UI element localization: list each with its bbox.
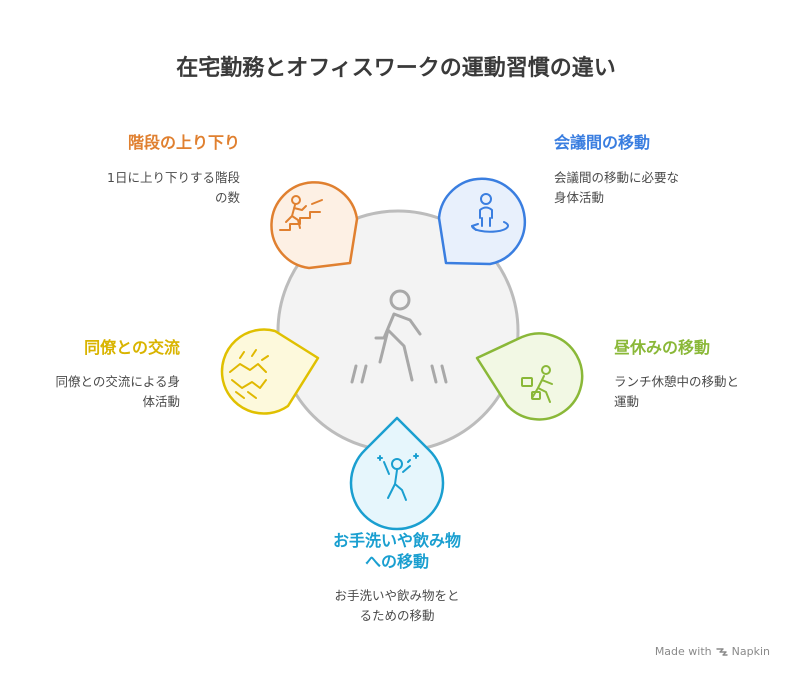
colleague-label: 同僚との交流 (84, 338, 180, 357)
meeting-desc-line1: 会議間の移動に必要な (554, 170, 680, 185)
page-title: 在宅勤務とオフィスワークの運動習慣の違い (176, 56, 616, 81)
stairs-desc: 1日に上り下りする階段 の数 (60, 168, 240, 208)
stairs-bubble (270, 181, 359, 270)
climbing-stairs-icon (279, 195, 323, 231)
wash-bubble (349, 416, 445, 531)
wash-desc-line1: お手洗いや飲み物をと (334, 588, 460, 603)
person-rotate-icon (471, 193, 509, 233)
wash-label-line1: お手洗いや飲み物 (332, 531, 461, 550)
wash-label-line2: への移動 (364, 552, 429, 571)
lunch-desc: ランチ休憩中の移動と 運動 (614, 372, 784, 412)
meeting-label: 会議間の移動 (554, 133, 651, 152)
lunch-label: 昼休みの移動 (614, 338, 711, 357)
napkin-credit[interactable]: Made with Napkin (655, 645, 770, 658)
lunch-desc-line2: 運動 (614, 394, 640, 409)
wash-label: お手洗いや飲み物 への移動 (297, 530, 497, 572)
meeting-bubble (437, 177, 527, 266)
credit-brand: Napkin (731, 645, 770, 658)
colleague-desc-line2: 体活動 (142, 394, 180, 409)
wash-desc-line2: るための移動 (359, 608, 435, 623)
credit-prefix: Made with (654, 645, 712, 658)
celebrating-person-icon (377, 453, 419, 501)
handshake-icon (229, 349, 269, 399)
meeting-desc-line2: 身体活動 (554, 190, 605, 205)
person-with-briefcase-icon (521, 365, 553, 403)
lunch-desc-line1: ランチ休憩中の移動と (614, 374, 740, 389)
colleague-bubble (220, 328, 320, 415)
wash-desc: お手洗いや飲み物をと るための移動 (297, 586, 497, 626)
walking-person-icon (350, 289, 448, 384)
meeting-desc: 会議間の移動に必要な 身体活動 (554, 168, 754, 208)
colleague-desc-line1: 同僚との交流による身 (55, 374, 180, 389)
lunch-bubble (475, 332, 584, 421)
stairs-desc-line2: の数 (214, 190, 240, 205)
colleague-desc: 同僚との交流による身 体活動 (20, 372, 180, 412)
napkin-logo-icon (715, 647, 728, 656)
stairs-label: 階段の上り下り (127, 133, 240, 152)
stairs-desc-line1: 1日に上り下りする階段 (107, 170, 240, 185)
